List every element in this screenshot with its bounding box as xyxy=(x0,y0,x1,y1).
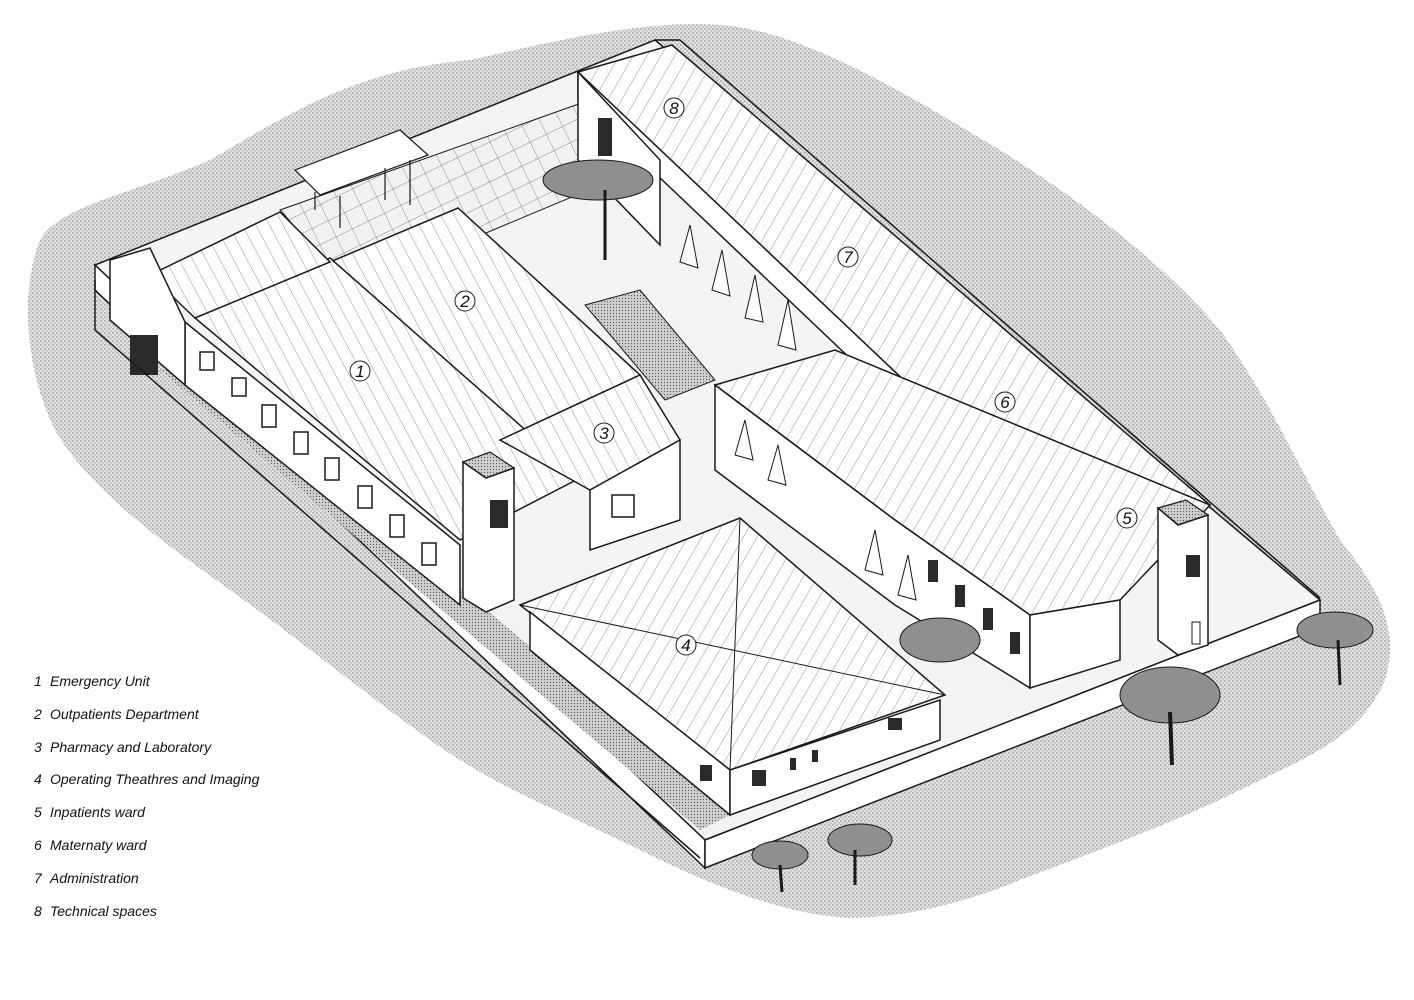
svg-text:1: 1 xyxy=(355,362,364,381)
courtyard-pond xyxy=(584,289,716,401)
svg-text:7: 7 xyxy=(843,248,853,267)
building-6-fins xyxy=(734,419,917,601)
svg-text:8: 8 xyxy=(669,99,679,118)
building-6-windows xyxy=(928,560,1020,654)
label-marker-6: 6 xyxy=(994,391,1016,413)
building-4-windows xyxy=(700,718,902,786)
left-annex-roof xyxy=(148,211,332,319)
building-8-end-wall xyxy=(577,70,661,247)
svg-text:5: 5 xyxy=(1122,509,1132,528)
tower-right xyxy=(1157,506,1209,656)
tower-left xyxy=(462,460,515,613)
boundary-wall xyxy=(94,280,701,859)
label-marker-4: 4 xyxy=(675,634,697,656)
svg-text:4: 4 xyxy=(681,636,690,655)
canopy-roof xyxy=(293,129,430,196)
label-marker-1: 1 xyxy=(349,360,371,382)
svg-text:2: 2 xyxy=(459,292,470,311)
label-marker-7: 7 xyxy=(837,246,859,268)
svg-text:6: 6 xyxy=(1000,393,1010,412)
left-annex-wall xyxy=(109,247,186,387)
building-3-wall xyxy=(589,438,681,552)
building-5-wall xyxy=(1029,599,1121,690)
label-marker-3: 3 xyxy=(593,422,615,444)
facade-fins xyxy=(679,224,797,351)
label-marker-5: 5 xyxy=(1116,507,1138,529)
building-1-windows xyxy=(199,351,437,566)
label-marker-2: 2 xyxy=(454,290,476,312)
building-4-wall-side xyxy=(729,698,941,817)
label-marker-8: 8 xyxy=(663,97,685,119)
trees xyxy=(542,159,1374,893)
boundary-wall-right xyxy=(655,39,1321,599)
svg-text:3: 3 xyxy=(599,424,609,443)
